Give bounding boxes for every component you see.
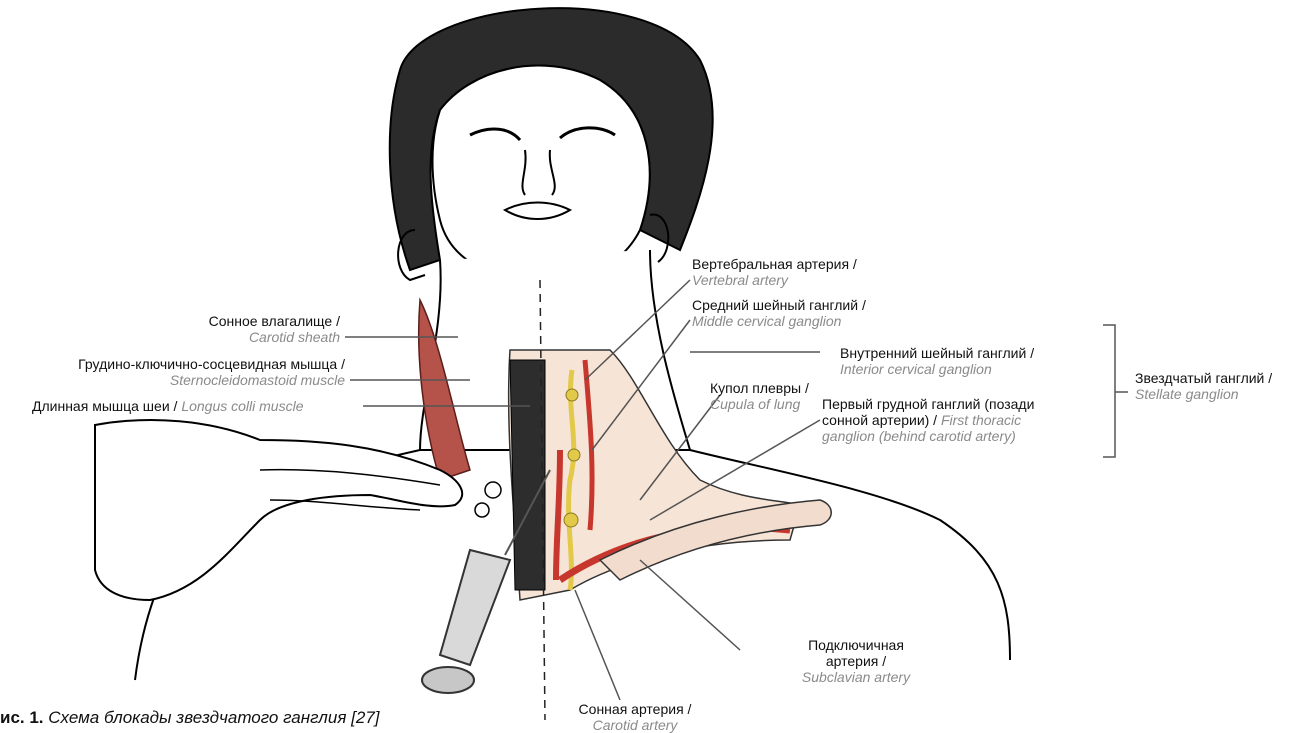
label-carotid-sheath: Сонное влагалище / Carotid sheath <box>150 313 340 345</box>
syringe <box>440 550 510 665</box>
syringe-plunger <box>422 667 474 693</box>
label-first-thoracic-ganglion: Первый грудной ганглий (позади сонной ар… <box>822 396 1034 444</box>
label-vertebral-artery: Вертебральная артерия / Vertebral artery <box>692 256 857 288</box>
label-subclavian-artery: Подключичная артерия / Subclavian artery <box>752 637 960 685</box>
figure-number: ис. 1. <box>0 708 44 727</box>
face <box>433 66 650 280</box>
label-cupula-of-lung: Купол плевры / Cupula of lung <box>710 380 809 412</box>
stellate-bracket <box>1103 325 1128 457</box>
label-interior-cervical-ganglion: Внутренний шейный ганглий / Interior cer… <box>840 345 1034 377</box>
label-longus-colli: Длинная мышца шеи / Longus colli muscle <box>32 398 303 414</box>
label-middle-cervical-ganglion: Средний шейный ганглий / Middle cervical… <box>692 297 866 329</box>
figure-caption: ис. 1. Схема блокады звездчатого ганглия… <box>0 708 380 728</box>
label-sternocleidomastoid: Грудино-ключично-сосцевидная мышца / Ste… <box>0 356 345 388</box>
figure-title: Схема блокады звездчатого ганглия [27] <box>48 708 379 727</box>
label-stellate-ganglion: Звездчатый ганглий / Stellate ganglion <box>1135 370 1272 402</box>
label-carotid-artery: Сонная артерия / Carotid artery <box>555 701 715 733</box>
longus-colli-muscle <box>510 360 545 590</box>
